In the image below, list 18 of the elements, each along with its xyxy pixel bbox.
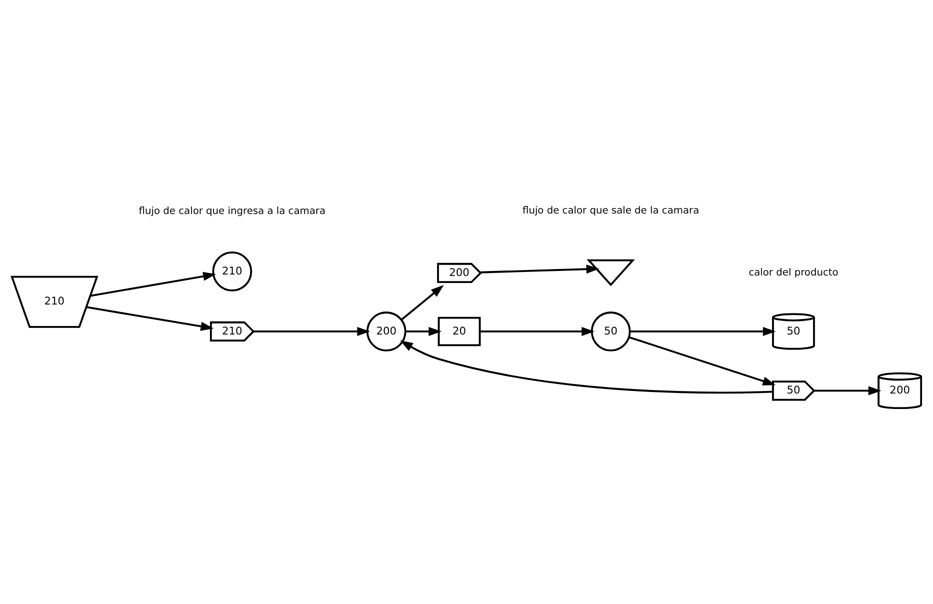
arrow bbox=[480, 264, 600, 274]
arrow bbox=[480, 326, 595, 336]
arrow bbox=[400, 284, 444, 320]
arrow bbox=[628, 336, 776, 385]
node-box: 20 bbox=[438, 316, 481, 346]
arrow bbox=[814, 386, 882, 395]
node-circle: 210 bbox=[212, 251, 252, 291]
label: calor del producto bbox=[748, 267, 838, 278]
node-circle: 200 bbox=[366, 311, 406, 351]
arrow bbox=[406, 326, 442, 336]
label: flujo de calor que ingresa a la camara bbox=[138, 206, 326, 217]
arrow bbox=[90, 271, 216, 296]
node-circle: 50 bbox=[590, 311, 631, 351]
arrow bbox=[254, 326, 370, 336]
arrow bbox=[400, 340, 773, 394]
arrow bbox=[86, 306, 214, 330]
label: flujo de calor que sale de la camara bbox=[522, 204, 700, 216]
arrow bbox=[630, 326, 776, 336]
